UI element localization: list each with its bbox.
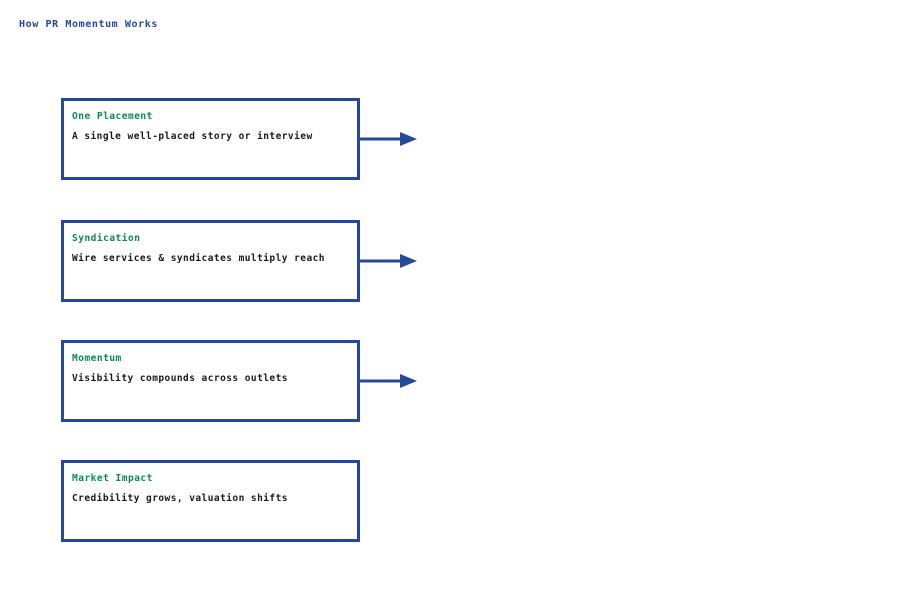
flow-step-body: Wire services & syndicates multiply reac… xyxy=(72,253,325,264)
flow-step-header: Syndication xyxy=(72,233,141,244)
flow-step-header: One Placement xyxy=(72,111,153,122)
flow-arrow-icon xyxy=(360,372,418,390)
flow-step-body: Visibility compounds across outlets xyxy=(72,373,288,384)
flow-step-body: Credibility grows, valuation shifts xyxy=(72,493,288,504)
flow-arrow-icon xyxy=(360,130,418,148)
flow-step-one-placement[interactable]: One Placement A single well-placed story… xyxy=(61,98,360,180)
flow-step-header: Market Impact xyxy=(72,473,153,484)
flow-step-market-impact[interactable]: Market Impact Credibility grows, valuati… xyxy=(61,460,360,542)
flow-step-syndication[interactable]: Syndication Wire services & syndicates m… xyxy=(61,220,360,302)
page-title: How PR Momentum Works xyxy=(19,19,159,30)
flow-step-header: Momentum xyxy=(72,353,122,364)
flow-step-body: A single well-placed story or interview xyxy=(72,131,313,142)
flow-arrow-icon xyxy=(360,252,418,270)
flow-step-momentum[interactable]: Momentum Visibility compounds across out… xyxy=(61,340,360,422)
